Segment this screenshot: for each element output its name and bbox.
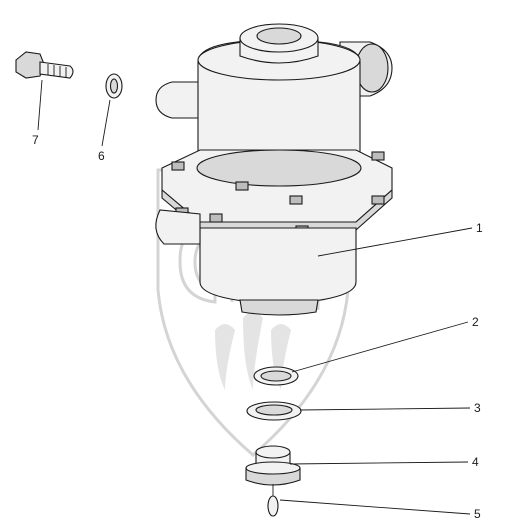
drain-plug-part	[245, 445, 301, 486]
lock-washer-part	[105, 73, 123, 99]
gasket-part	[253, 366, 299, 386]
wire-ring-part	[267, 484, 279, 517]
filter-housing-part	[155, 23, 393, 316]
callout-5: 5	[474, 507, 481, 521]
callout-6: 6	[98, 149, 105, 163]
leader-lines	[37, 79, 473, 515]
washer-part	[246, 401, 302, 421]
callout-3: 3	[474, 401, 481, 415]
callout-4: 4	[472, 455, 479, 469]
callout-2: 2	[472, 315, 479, 329]
callout-1: 1	[476, 221, 483, 235]
bolt-part	[15, 51, 74, 79]
callout-7: 7	[32, 133, 39, 147]
